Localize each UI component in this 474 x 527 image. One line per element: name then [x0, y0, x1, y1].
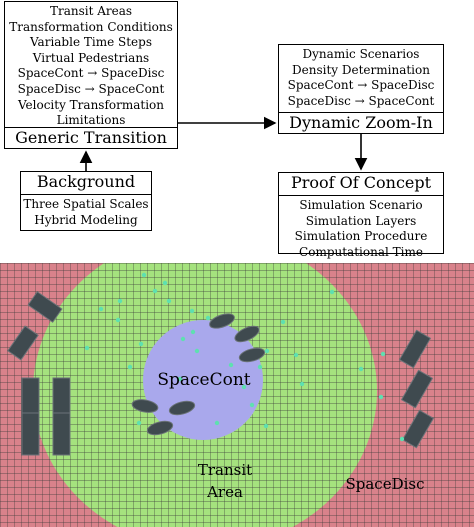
- generic-transition-title: Generic Transition: [15, 128, 167, 147]
- proof-title-cell: Proof Of Concept: [279, 173, 443, 195]
- background-title: Background: [36, 172, 136, 191]
- proof-item: Simulation Scenario: [299, 198, 423, 212]
- dynamic-title-cell: Dynamic Zoom-In: [279, 112, 443, 133]
- pedestrian: [238, 347, 266, 363]
- obstacle: [27, 291, 63, 323]
- pedestrian: [209, 313, 235, 329]
- pedestrian: [146, 420, 174, 436]
- generic-item: Velocity Transformation: [17, 97, 165, 112]
- transit-label-line1: Transit: [198, 461, 252, 479]
- space-cont-label: SpaceCont: [157, 370, 250, 390]
- proof-items: Simulation Scenario Simulation Layers Si…: [279, 195, 443, 260]
- generic-transition-title-cell: Generic Transition: [5, 127, 177, 148]
- obstacle: [401, 409, 435, 449]
- dynamic-item: SpaceCont → SpaceDisc: [287, 78, 435, 93]
- pedestrian: [131, 399, 159, 413]
- proof-item: Computational Time: [299, 244, 423, 259]
- generic-transition-box: Transit Areas Transformation Conditions …: [4, 1, 178, 149]
- obstacle: [52, 412, 71, 456]
- generic-item: Transit Areas: [49, 4, 133, 18]
- generic-item: Variable Time Steps: [29, 35, 152, 50]
- dynamic-item: Dynamic Scenarios: [302, 47, 420, 61]
- dynamic-zoom-in-title: Dynamic Zoom-In: [289, 113, 433, 132]
- generic-item: Transformation Conditions: [9, 19, 173, 34]
- obstacle-group-left: [7, 291, 71, 456]
- proof-of-concept-box: Proof Of Concept Simulation Scenario Sim…: [278, 172, 444, 259]
- dynamic-item: Density Determination: [292, 62, 430, 77]
- generic-item: Virtual Pedestrians: [32, 50, 150, 65]
- background-item: Hybrid Modeling: [34, 212, 138, 227]
- proof-of-concept-title: Proof Of Concept: [290, 173, 432, 192]
- pedestrian: [168, 400, 196, 416]
- dynamic-item: SpaceDisc → SpaceCont: [287, 93, 435, 108]
- space-disc-label: SpaceDisc: [345, 475, 424, 493]
- pedestrians-cont: [131, 313, 266, 436]
- background-box: Background Three Spatial Scales Hybrid M…: [20, 171, 152, 231]
- obstacle: [7, 325, 39, 361]
- pedestrian: [234, 325, 260, 343]
- dynamic-zoom-in-box: Dynamic Scenarios Density Determination …: [278, 44, 444, 134]
- obstacle-group-right: [398, 329, 435, 449]
- generic-item: Limitations: [56, 113, 126, 128]
- obstacle: [21, 412, 40, 456]
- generic-transition-items: Transit Areas Transformation Conditions …: [5, 2, 177, 129]
- proof-item: Simulation Layers: [305, 213, 417, 228]
- generic-item: SpaceCont → SpaceDisc: [17, 66, 165, 81]
- background-title-cell: Background: [21, 172, 151, 194]
- obstacle: [400, 369, 434, 409]
- dynamic-items: Dynamic Scenarios Density Determination …: [279, 45, 443, 109]
- pedestrian-dots: [84, 272, 405, 442]
- transit-label-line2: Area: [206, 483, 243, 501]
- background-items: Three Spatial Scales Hybrid Modeling: [21, 194, 151, 228]
- proof-item: Simulation Procedure: [294, 229, 428, 244]
- generic-item: SpaceDisc → SpaceCont: [17, 81, 165, 96]
- flow-arrows: [79, 116, 368, 171]
- obstacle: [398, 329, 432, 369]
- simulation-illustration: SpaceCont Transit Area SpaceDisc: [0, 263, 474, 527]
- background-item: Three Spatial Scales: [23, 197, 149, 211]
